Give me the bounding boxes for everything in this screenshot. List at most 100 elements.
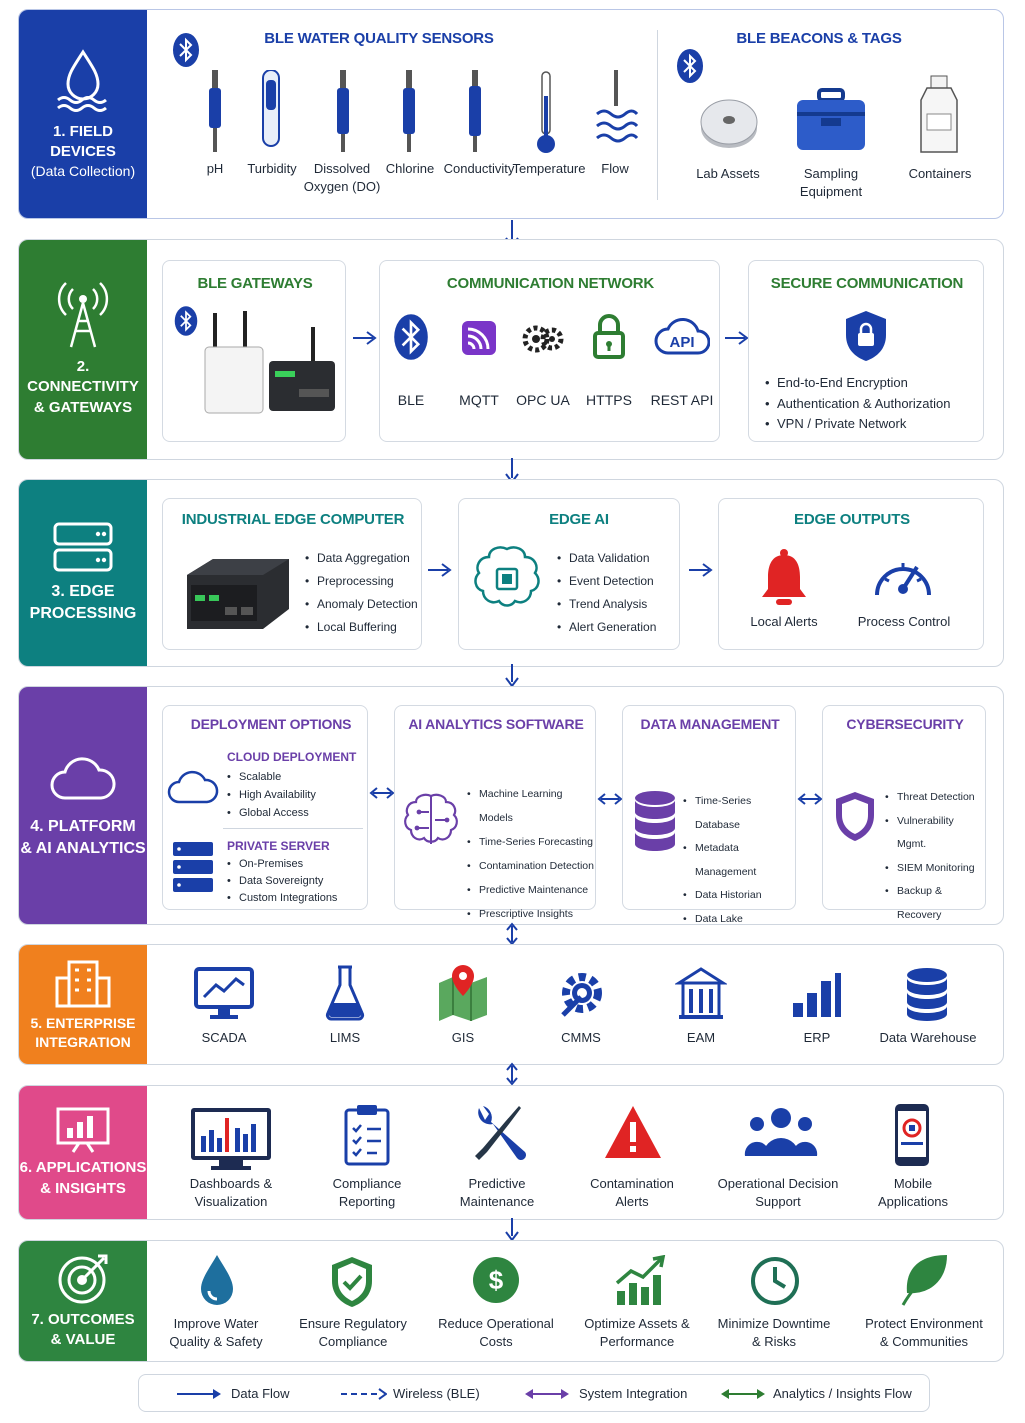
ble-gateways-title: BLE GATEWAYS <box>197 275 313 292</box>
app-label-contamination: Contamination Alerts <box>590 1176 674 1210</box>
building-icon <box>55 960 111 1008</box>
erp-bar-chart-icon <box>793 973 841 1017</box>
dollar-sign: $ <box>489 1265 504 1295</box>
cybersecurity-item: SIEM Monitoring <box>883 857 985 881</box>
legend-analytics-flow: Analytics / Insights Flow <box>773 1386 912 1401</box>
cybersecurity-item: Vulnerability Mgmt. <box>883 810 985 857</box>
scada-monitor-icon <box>194 967 254 1019</box>
integration-arrow-bidirectional <box>597 793 623 805</box>
turbidity-sensor-icon <box>262 70 280 147</box>
dissolved-oxygen-sensor-icon <box>337 70 349 152</box>
data-management-item: Time-Series Database <box>681 790 795 837</box>
ai-brain-chip-icon <box>474 546 540 607</box>
sensor-label-temperature: Temperature <box>512 161 586 176</box>
sec-item: End-to-End Encryption <box>763 373 950 394</box>
band-connectivity: 2. CONNECTIVITY & GATEWAYS BLE GATEWAYS … <box>18 239 1004 460</box>
outcome-label-compliance: Ensure Regulatory Compliance <box>299 1316 407 1350</box>
secure-communication-title: SECURE COMMUNICATION <box>770 275 964 292</box>
enterprise-title: 5. ENTERPRISE INTEGRATION <box>30 1014 136 1050</box>
edge-ai-item: Alert Generation <box>555 616 656 639</box>
alarm-bell-icon <box>762 549 806 605</box>
flow-arrow-right <box>689 563 713 577</box>
edge-ai-list: Data Validation Event Detection Trend An… <box>555 547 656 639</box>
communication-network-title: COMMUNICATION NETWORK <box>446 275 655 292</box>
bluetooth-icon <box>174 306 198 336</box>
mqtt-icon <box>462 321 496 355</box>
shield-check-icon <box>332 1257 372 1307</box>
platform-label-panel: 4. PLATFORM & AI ANALYTICS <box>19 687 147 924</box>
data-warehouse-icon <box>907 968 947 1021</box>
enterprise-label-data-warehouse: Data Warehouse <box>879 1030 977 1045</box>
edge-computer-list: Data Aggregation Preprocessing Anomaly D… <box>303 547 418 639</box>
sec-item: Authentication & Authorization <box>763 394 950 415</box>
edge-computer-item: Preprocessing <box>303 570 418 593</box>
integration-arrow-vertical <box>506 1062 518 1086</box>
cybersecurity-item: Backup & Recovery <box>883 880 985 924</box>
wrench-screwdriver-icon <box>475 1106 526 1160</box>
beacon-label-containers: Containers <box>908 166 972 181</box>
server-icon <box>53 522 113 572</box>
lab-flask-icon <box>325 965 365 1021</box>
protocol-label-rest-api: REST API <box>650 392 714 408</box>
protocol-label-mqtt: MQTT <box>459 392 499 408</box>
water-drop-icon <box>57 48 107 112</box>
neural-brain-icon <box>404 793 458 844</box>
field-devices-subtitle: (Data Collection) <box>30 163 136 180</box>
edge-ai-card: EDGE AI Data Validation Event Detection … <box>458 498 680 650</box>
sensor-label-conductivity: Conductivity <box>443 161 515 176</box>
edge-output-local-alerts: Local Alerts <box>750 614 818 629</box>
app-label-compliance: Compliance Reporting <box>332 1176 402 1210</box>
enterprise-label-lims: LIMS <box>329 1030 361 1045</box>
bluetooth-icon <box>394 314 428 360</box>
outcome-label-costs: Reduce Operational Costs <box>438 1316 554 1350</box>
beacon-label-lab-assets: Lab Assets <box>696 166 760 181</box>
private-server-list: On-Premises Data Sovereignty Custom Inte… <box>225 856 337 907</box>
app-label-dashboards: Dashboards & Visualization <box>189 1176 273 1210</box>
enterprise-label-gis: GIS <box>451 1030 475 1045</box>
bluetooth-icon <box>173 33 199 67</box>
field-devices-label-panel: 1. FIELD DEVICES (Data Collection) <box>19 10 147 218</box>
applications-label-panel: 6. APPLICATIONS & INSIGHTS <box>19 1086 147 1219</box>
eam-building-icon <box>675 967 727 1019</box>
flow-arrow-down <box>505 1218 519 1242</box>
ai-analytics-list: Machine Learning Models Time-Series Fore… <box>465 782 595 924</box>
band-field-devices: 1. FIELD DEVICES (Data Collection) BLE W… <box>18 9 1004 219</box>
edge-ai-item: Trend Analysis <box>555 593 656 616</box>
edge-computer-item: Local Buffering <box>303 616 418 639</box>
band-platform-analytics: 4. PLATFORM & AI ANALYTICS DEPLOYMENT OP… <box>18 686 1004 925</box>
cybersecurity-card: CYBERSECURITY Threat Detection Vulnerabi… <box>822 705 986 921</box>
sensor-label-do: Dissolved Oxygen (DO) <box>303 161 381 195</box>
ai-analytics-software-card: AI ANALYTICS SOFTWARE Machine Learning M… <box>394 705 596 924</box>
warning-triangle-icon <box>605 1106 661 1158</box>
band-edge-processing: 3. EDGE PROCESSING INDUSTRIAL EDGE COMPU… <box>18 479 1004 667</box>
data-management-item: Data Historian <box>681 884 795 908</box>
ai-analytics-item: Time-Series Forecasting <box>465 830 595 854</box>
data-management-list: Time-Series Database Metadata Management… <box>681 790 795 924</box>
gauge-icon <box>875 563 931 596</box>
connectivity-title: 2. CONNECTIVITY & GATEWAYS <box>27 358 139 416</box>
protocol-label-ble: BLE <box>397 392 425 408</box>
outcome-label-environment: Protect Environment & Communities <box>865 1316 983 1350</box>
legend-system-integration-arrow <box>525 1389 569 1399</box>
api-text: API <box>669 334 694 351</box>
protocol-label-opc-ua: OPC UA <box>516 392 570 408</box>
edge-label-panel: 3. EDGE PROCESSING <box>19 480 147 666</box>
cloud-item: Global Access <box>225 804 316 822</box>
enterprise-label-scada: SCADA <box>201 1030 247 1045</box>
opc-ua-icon <box>522 325 564 353</box>
ai-analytics-item: Contamination Detection <box>465 854 595 878</box>
antenna-tower-icon <box>57 282 109 348</box>
industrial-edge-computer-card: INDUSTRIAL EDGE COMPUTER Data Aggregatio… <box>162 498 422 650</box>
ph-sensor-icon <box>209 70 221 152</box>
deployment-options-card: DEPLOYMENT OPTIONS CLOUD DEPLOYMENT Scal… <box>162 705 368 910</box>
team-people-icon <box>744 1108 818 1156</box>
edge-computer-device-icon <box>187 559 289 629</box>
sensor-label-chlorine: Chlorine <box>385 161 435 176</box>
private-server-icon <box>173 842 213 892</box>
band-enterprise-integration: 5. ENTERPRISE INTEGRATION SCADA LIMS GIS… <box>18 944 1004 1065</box>
outcome-label-water-quality: Improve Water Quality & Safety <box>169 1316 263 1350</box>
gear-wrench-icon <box>561 973 602 1017</box>
conductivity-sensor-icon <box>469 70 481 152</box>
ai-analytics-item: Predictive Maintenance <box>465 878 595 902</box>
data-management-card: DATA MANAGEMENT Time-Series Database Met… <box>622 705 796 924</box>
